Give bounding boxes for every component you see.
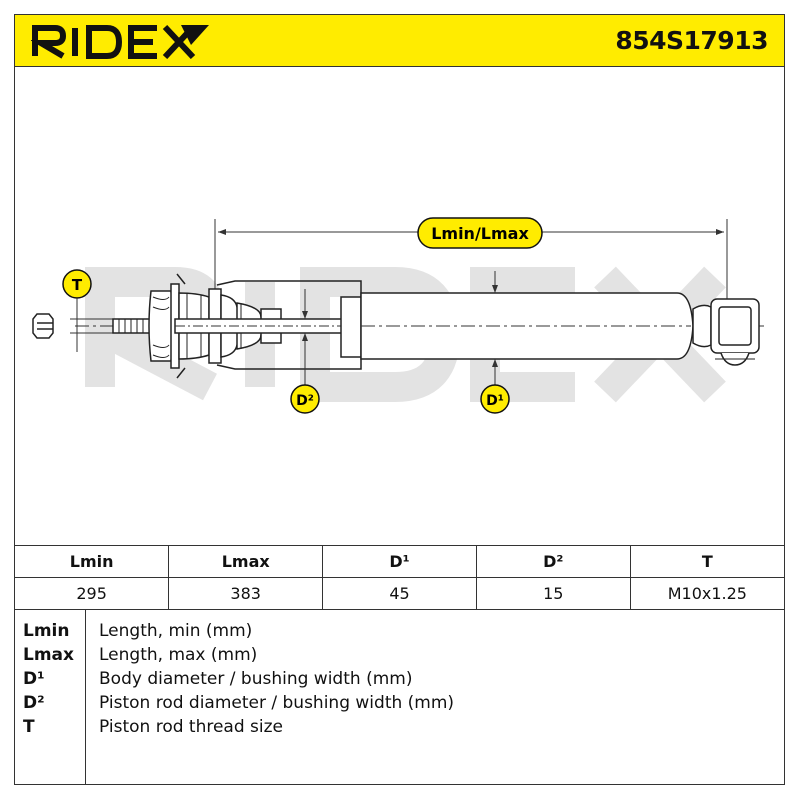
legend-key: D¹: [23, 669, 45, 689]
legend-key: D²: [23, 693, 45, 713]
value-cell: 15: [475, 577, 631, 610]
value-cell: 45: [322, 577, 477, 610]
legend-item: D² Piston rod diameter / bushing width (…: [15, 693, 784, 717]
part-number: 854S17913: [615, 26, 768, 55]
legend-desc: Body diameter / bushing width (mm): [99, 669, 413, 689]
legend-key: Lmax: [23, 645, 74, 665]
ridex-logo: [31, 24, 209, 59]
legend-item: T Piston rod thread size: [15, 717, 784, 741]
value-cell: M10x1.25: [629, 577, 784, 610]
value-cell: 295: [15, 577, 169, 610]
rod-diameter-label: D²: [296, 393, 314, 409]
shock-body: [340, 292, 694, 360]
header-bar: 854S17913: [15, 15, 784, 67]
header-cell: D¹: [322, 545, 477, 578]
legend-desc: Length, max (mm): [99, 645, 258, 665]
rod-diameter-label-circle: [290, 384, 320, 414]
drawing-frame: 854S17913 Lmin/Lmax T: [14, 14, 785, 785]
body-diameter-label: D¹: [486, 393, 504, 409]
spec-table-row: 295 383 45 15 M10x1.25: [15, 577, 784, 610]
legend-key: T: [23, 717, 35, 737]
legend-item: Lmax Length, max (mm): [15, 645, 784, 669]
shock-absorber-drawing: Lmin/Lmax T: [32, 217, 767, 414]
legend-desc: Piston rod diameter / bushing width (mm): [99, 693, 455, 713]
legend-item: D¹ Body diameter / bushing width (mm): [15, 669, 784, 693]
value-cell: 383: [168, 577, 323, 610]
header-cell: Lmax: [168, 545, 323, 578]
spec-table-header: Lmin Lmax D¹ D² T: [15, 545, 784, 578]
legend-key: Lmin: [23, 621, 70, 641]
header-cell: Lmin: [15, 545, 169, 578]
header-cell: T: [629, 545, 784, 578]
spec-table: Lmin Lmax D¹ D² T 295 383 45 15 M10x1.25: [15, 545, 784, 610]
thread-label: T: [72, 276, 83, 294]
lower-eye-mount: [692, 298, 760, 366]
legend: Lmin Length, min (mm) Lmax Length, max (…: [15, 609, 784, 784]
header-cell: D²: [475, 545, 631, 578]
legend-divider: [85, 609, 86, 784]
length-label-pill: [417, 217, 543, 249]
legend-desc: Length, min (mm): [99, 621, 253, 641]
legend-desc: Piston rod thread size: [99, 717, 284, 737]
nut: [32, 313, 54, 339]
length-label: Lmin/Lmax: [431, 224, 529, 243]
body-diameter-label-circle: [480, 384, 510, 414]
legend-item: Lmin Length, min (mm): [15, 621, 784, 645]
